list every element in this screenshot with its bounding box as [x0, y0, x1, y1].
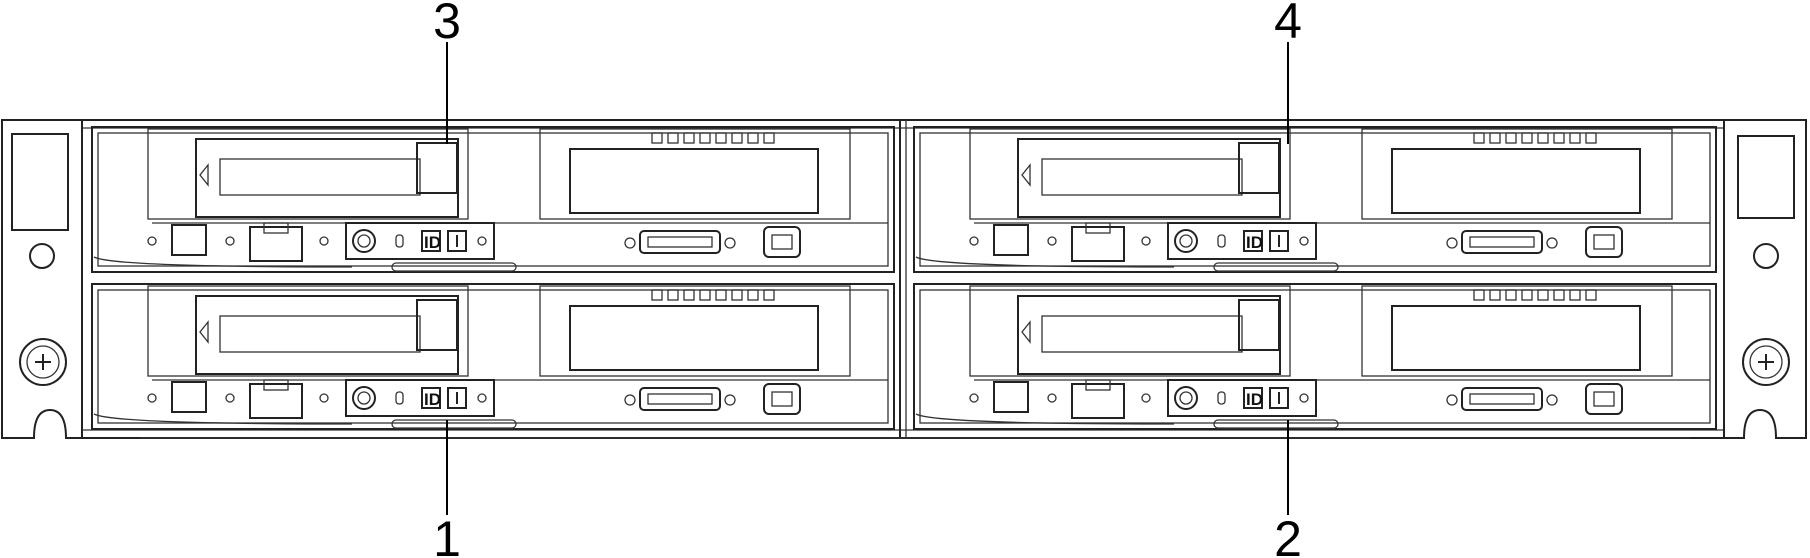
callout-1-number: 1 [433, 511, 461, 558]
callout-3-number: 3 [433, 0, 461, 49]
node-top-left[interactable] [91, 126, 895, 273]
left-thumbscrew-icon[interactable] [19, 338, 67, 386]
chassis [81, 119, 1725, 439]
right-rack-ear [1723, 119, 1807, 439]
node-bottom-left[interactable] [91, 283, 895, 430]
right-thumbscrew-icon[interactable] [1742, 338, 1790, 386]
node-bottom-right[interactable] [913, 283, 1717, 430]
callout-4-number: 4 [1274, 0, 1302, 49]
node-top-right[interactable] [913, 126, 1717, 273]
callout-2-number: 2 [1274, 511, 1302, 558]
left-rack-ear [1, 119, 83, 439]
